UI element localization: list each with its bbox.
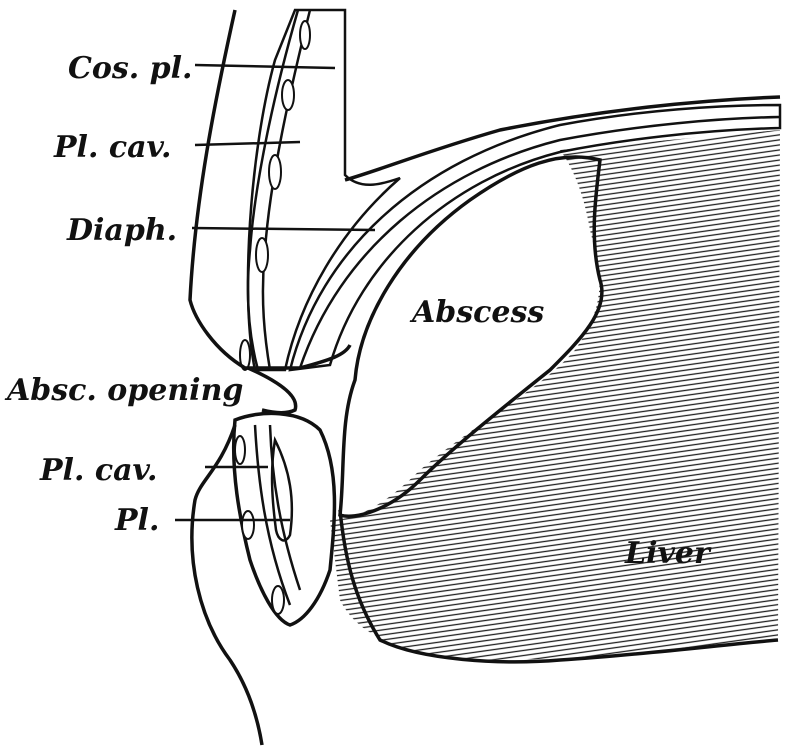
label-pleural-cavity-upper: Pl. cav. — [53, 130, 171, 165]
abscess-cavity — [338, 155, 604, 518]
label-diaphragm: Diaph. — [66, 213, 177, 248]
diaphragm-band — [288, 103, 782, 372]
label-liver: Liver — [624, 536, 712, 571]
chest-wall-upper — [246, 8, 401, 372]
label-pleural-cavity-lower: Pl. cav. — [39, 453, 157, 488]
rib-sections — [239, 20, 311, 371]
leader-lines — [175, 63, 376, 522]
label-costal-pleura: Cos. pl. — [68, 51, 192, 86]
liver-region — [330, 130, 780, 660]
label-abscess-opening: Absc. opening — [4, 373, 243, 408]
label-abscess: Abscess — [409, 295, 544, 330]
label-pleura: Pl. — [114, 503, 159, 538]
